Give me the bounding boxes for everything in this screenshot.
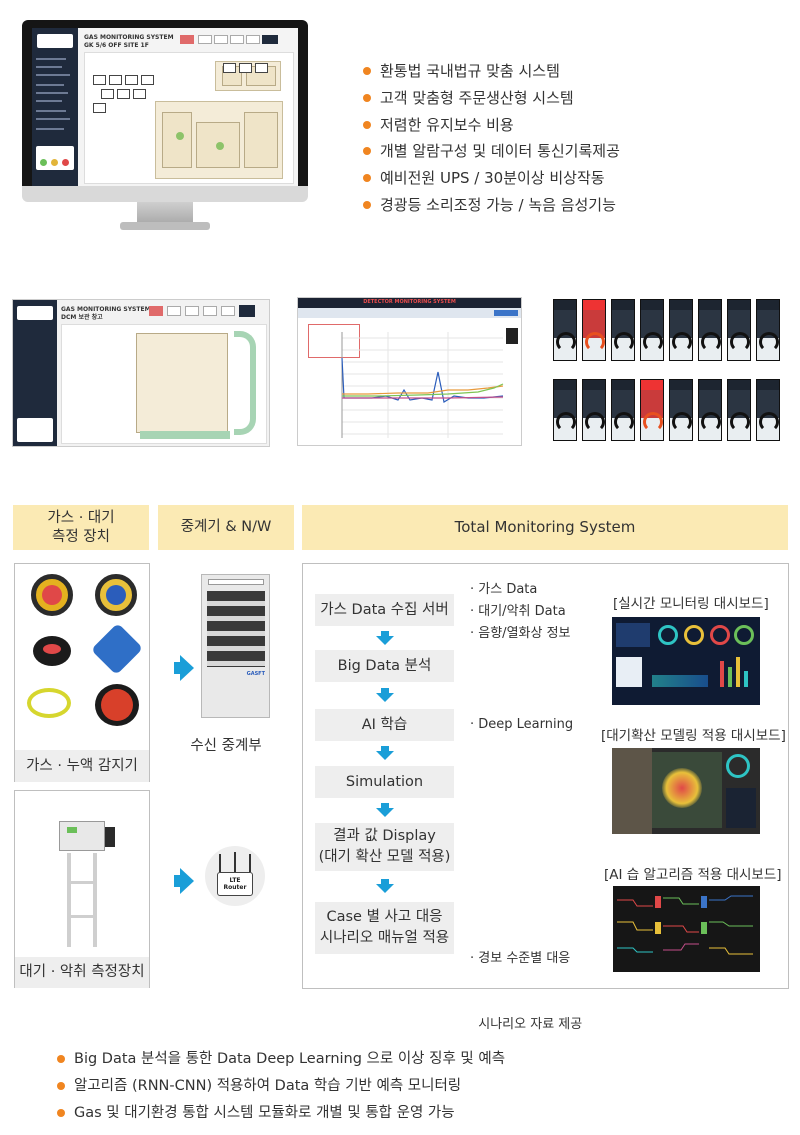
screen-tab-3 xyxy=(214,35,228,44)
arrow-down-icon xyxy=(376,688,394,702)
relay-label: 수신 중계부 xyxy=(190,738,262,754)
gas-detector-icon xyxy=(31,574,73,616)
feature-item: 예비전원 UPS / 30분이상 비상작동 xyxy=(360,165,620,192)
flow-step: 가스 Data 수집 서버 xyxy=(315,594,454,626)
gas-gauge-tile xyxy=(727,379,751,441)
screen-tab-5 xyxy=(246,35,260,44)
realtime-dashboard-image xyxy=(612,617,760,705)
screen-title: GAS MONITORING SYSTEM GK 5/6 OFF SITE 1F xyxy=(84,34,174,49)
gas-detector-icon xyxy=(95,574,137,616)
layout-title-line2: DCM 보관 창고 xyxy=(61,314,103,321)
air-device-icon xyxy=(59,821,105,851)
screen-tab-4 xyxy=(230,35,244,44)
gauge-grid-screenshot xyxy=(551,297,786,447)
arrow-down-icon xyxy=(376,803,394,817)
arrow-down-icon xyxy=(376,631,394,645)
gas-gauge-tile xyxy=(756,379,780,441)
eye-icon xyxy=(262,35,278,44)
router-label-router: Router xyxy=(223,884,247,891)
arrow-down-icon xyxy=(376,879,394,893)
leak-sensor-icon xyxy=(33,636,71,666)
gas-detector-box: 가스 · 누액 감지기 xyxy=(14,563,150,782)
header-total: Total Monitoring System xyxy=(302,505,788,550)
gas-gauge-tile xyxy=(727,299,751,361)
features-bottom-list: Big Data 분석을 통한 Data Deep Learning 으로 이상… xyxy=(54,1046,505,1126)
monitor-illustration: GAS MONITORING SYSTEM GK 5/6 OFF SITE 1F xyxy=(22,20,308,232)
leak-cable-icon xyxy=(27,688,71,718)
note-ai: · Deep Learning xyxy=(470,717,574,732)
arrow-right-icon xyxy=(174,868,194,894)
gas-gauge-tile xyxy=(640,379,664,441)
gas-gauge-tile xyxy=(698,379,722,441)
gas-gauge-tile xyxy=(611,379,635,441)
flow-step: 결과 값 Display (대기 확산 모델 적용) xyxy=(315,823,454,871)
gas-gauge-tile xyxy=(698,299,722,361)
screen-logo xyxy=(37,34,73,48)
layout-title-line1: GAS MONITORING SYSTEM xyxy=(61,306,151,313)
feature-item: 경광등 소리조정 가능 / 녹음 음성기능 xyxy=(360,192,620,219)
ai-dashboard-image xyxy=(613,886,760,972)
monitor-stand xyxy=(137,202,193,224)
trend-title: DETECTOR MONITORING SYSTEM xyxy=(363,299,456,305)
header-devices: 가스 · 대기 측정 장치 xyxy=(13,505,149,550)
air-device-label: 대기 · 악취 측정장치 xyxy=(15,957,149,988)
note-case: · 경보 수준별 대응 시나리오 자료 제공 xyxy=(470,951,583,1032)
gas-gauge-tile xyxy=(582,379,606,441)
dispersion-dashboard-image xyxy=(612,748,760,834)
screen-tab-2 xyxy=(198,35,212,44)
dashboard-title: [AI 습 알고리즘 적용 대시보드] xyxy=(604,867,782,883)
air-device-box: 대기 · 악취 측정장치 xyxy=(14,790,150,988)
layout-screenshot: GAS MONITORING SYSTEM DCM 보관 창고 xyxy=(12,299,270,447)
gas-gauge-tile xyxy=(640,299,664,361)
gas-gauge-tile xyxy=(611,299,635,361)
screen-tab-1 xyxy=(180,35,194,44)
header-relay: 중계기 & N/W xyxy=(158,505,294,550)
flow-step: Case 별 사고 대응 시나리오 매뉴얼 적용 xyxy=(315,902,454,954)
gas-gauge-tile xyxy=(553,379,577,441)
feature-item: 알고리즘 (RNN-CNN) 적용하여 Data 학습 기반 예측 모니터링 xyxy=(54,1073,505,1100)
lte-router-icon: LTE Router xyxy=(205,846,265,906)
monitor-screen: GAS MONITORING SYSTEM GK 5/6 OFF SITE 1F xyxy=(32,28,298,188)
panel-brand: GASFT xyxy=(246,671,265,677)
flow-step: Simulation xyxy=(315,766,454,798)
flow-step: Big Data 분석 xyxy=(315,650,454,682)
monitor-foot xyxy=(120,222,210,230)
flow-step: AI 학습 xyxy=(315,709,454,741)
dashboard-title: [실시간 모니터링 대시보드] xyxy=(613,596,769,612)
gas-gauge-tile xyxy=(582,299,606,361)
router-label-lte: LTE xyxy=(229,877,241,884)
trend-screenshot: DETECTOR MONITORING SYSTEM xyxy=(297,297,522,446)
gas-gauge-tile xyxy=(669,379,693,441)
monitor-chin xyxy=(22,186,308,202)
screen-sidebar xyxy=(32,28,78,188)
features-top-list: 환통법 국내법규 맞춤 시스템 고객 맞춤형 주문생산형 시스템 저렴한 유지보… xyxy=(360,58,620,219)
leak-detector-icon xyxy=(90,622,144,676)
feature-item: 저렴한 유지보수 비용 xyxy=(360,112,620,139)
feature-item: Big Data 분석을 통한 Data Deep Learning 으로 이상… xyxy=(54,1046,505,1073)
feature-item: Gas 및 대기환경 통합 시스템 모듈화로 개별 및 통합 운영 가능 xyxy=(54,1100,505,1127)
dashboard-title: [대기확산 모델링 적용 대시보드] xyxy=(601,728,786,744)
trend-chart xyxy=(341,332,504,438)
feature-item: 고객 맞춤형 주문생산형 시스템 xyxy=(360,85,620,112)
arrow-right-icon xyxy=(174,655,194,681)
note-collect: · 가스 Data · 대기/악취 Data · 음향/열화상 정보 xyxy=(470,582,571,641)
gas-detector-label: 가스 · 누액 감지기 xyxy=(15,750,149,782)
alarm-beacon-icon xyxy=(95,684,139,726)
feature-item: 개별 알람구성 및 데이터 통신기록제공 xyxy=(360,138,620,165)
screen-main-panel xyxy=(84,52,294,184)
feature-item: 환통법 국내법규 맞춤 시스템 xyxy=(360,58,620,85)
gas-gauge-tile xyxy=(669,299,693,361)
gas-gauge-tile xyxy=(756,299,780,361)
arrow-down-icon xyxy=(376,746,394,760)
relay-panel: GASFT xyxy=(201,574,270,718)
gas-gauge-tile xyxy=(553,299,577,361)
